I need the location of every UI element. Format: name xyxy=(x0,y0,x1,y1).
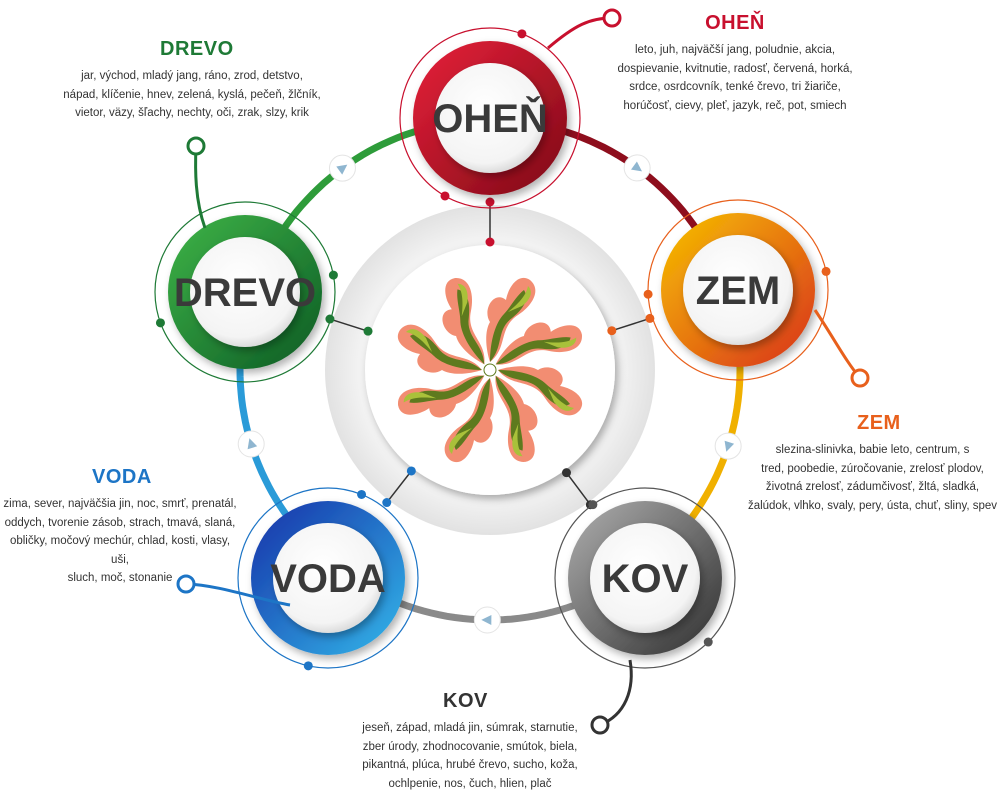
ohen-line: leto, juh, najväčší jang, poludnie, akci… xyxy=(634,44,836,56)
voda-line: sluch, moč, stonanie xyxy=(67,572,173,584)
voda-description: VODA zima, sever, najväčšia jin, noc, sm… xyxy=(0,466,240,588)
arrow-icon xyxy=(328,154,356,182)
kov-line: pikantná, plúca, hrubé črevo, sucho, kož… xyxy=(362,759,578,771)
outline-dot xyxy=(517,29,527,39)
ohen-node-label: OHEŇ xyxy=(432,95,548,141)
kov-leader-line xyxy=(599,659,633,727)
outline-dot xyxy=(588,500,598,510)
zem-line: tred, poobedie, zúročovanie, zrelosť plo… xyxy=(761,462,984,475)
outline-dot xyxy=(303,661,313,671)
drevo-heading: DREVO xyxy=(160,38,234,60)
ohen-line: horúčosť, cievy, pleť, jazyk, reč, pot, … xyxy=(623,99,847,112)
kov-line: zber úrody, zhodnocovanie, smútok, biela… xyxy=(362,740,578,753)
voda-node: VODA xyxy=(237,487,419,671)
arrow-icon xyxy=(623,154,651,182)
drevo-spoke xyxy=(329,318,369,332)
arrow-icon xyxy=(473,606,501,634)
ohen-leader-line xyxy=(547,16,613,50)
zem-node: ZEM xyxy=(643,199,831,381)
zem-line: žalúdok, vlhko, svaly, pery, ústa, chuť,… xyxy=(747,499,998,512)
spoke-dot xyxy=(325,314,335,324)
outline-dot xyxy=(821,266,831,276)
outline-dot xyxy=(357,489,367,499)
ohen-heading: OHEŇ xyxy=(705,12,765,34)
drevo-line: vietor, väzy, šľachy, nechty, oči, zrak,… xyxy=(75,107,309,119)
petal xyxy=(444,378,494,463)
kov-node: KOV xyxy=(554,487,736,669)
voda-leader-end-icon xyxy=(176,574,196,594)
outline-dot xyxy=(328,270,338,280)
flower-emblem-icon xyxy=(398,277,582,463)
kov-node-label: KOV xyxy=(602,557,689,601)
zem-line: slezina-slinivka, babie leto, centrum, s xyxy=(775,444,970,456)
voda-node-label: VODA xyxy=(270,557,386,601)
voda-heading: VODA xyxy=(92,466,152,488)
ohen-line: dospievanie, kvitnutie, radosť, červená,… xyxy=(617,62,853,75)
drevo-description: DREVO jar, východ, mladý jang, ráno, zro… xyxy=(62,38,322,123)
element-nodes: OHEŇ ZEM KOV VODA DREVO xyxy=(154,27,831,671)
outline-dot xyxy=(643,289,653,299)
spoke-dot xyxy=(561,468,571,478)
petal xyxy=(398,324,482,374)
zem-line: životná zrelosť, zádumčivosť, žltá, slad… xyxy=(765,481,980,493)
voda-line: oddych, tvorenie zásob, strach, tmavá, s… xyxy=(4,516,236,529)
kov-description: KOV jeseň, západ, mladá jin, súmrak, sta… xyxy=(355,690,585,793)
petal xyxy=(442,278,485,365)
spoke-dot xyxy=(382,498,392,508)
zem-description: ZEM slezina-slinivka, babie leto, centru… xyxy=(745,412,1000,515)
ohen-leader-end-icon xyxy=(602,8,622,28)
petal xyxy=(486,277,536,362)
kov-line: ochlpenie, nos, čuch, hlien, plač xyxy=(388,777,552,790)
callout-leaders xyxy=(176,8,870,735)
drevo-node: DREVO xyxy=(154,201,338,383)
voda-line: obličky, močový mechúr, chlad, kosti, vl… xyxy=(9,535,231,566)
spoke-dot xyxy=(607,326,617,336)
voda-leader-line xyxy=(185,582,291,607)
ohen-description: OHEŇ leto, juh, najväčší jang, poludnie,… xyxy=(610,12,860,115)
kov-spoke xyxy=(565,472,591,506)
outline-dot xyxy=(155,318,165,328)
drevo-node-label: DREVO xyxy=(174,271,316,315)
petal xyxy=(495,375,538,462)
voda-spoke xyxy=(386,470,412,504)
drevo-leader-end-icon xyxy=(186,136,206,156)
kov-leader-end-icon xyxy=(590,715,610,735)
zem-node-label: ZEM xyxy=(696,269,780,313)
zem-heading: ZEM xyxy=(857,412,901,434)
ohen-line: srdce, osrdcovník, tenké črevo, tri žiar… xyxy=(629,81,841,93)
arrow-icon xyxy=(237,430,265,458)
zem-leader-end-icon xyxy=(850,368,870,388)
petal xyxy=(495,322,582,365)
petal xyxy=(398,375,485,418)
petal xyxy=(498,366,582,416)
spoke-dot xyxy=(363,326,373,336)
voda-line: zima, sever, najväčšia jin, noc, smrť, p… xyxy=(3,498,237,510)
outline-dot xyxy=(703,637,713,647)
zem-spoke xyxy=(611,317,651,332)
zem-leader-line xyxy=(813,309,862,379)
drevo-line: jar, východ, mladý jang, ráno, zrod, det… xyxy=(81,70,303,82)
arrow-icon xyxy=(714,432,742,460)
kov-heading: KOV xyxy=(443,690,488,712)
spoke-dot xyxy=(406,466,416,476)
outline-dot xyxy=(440,191,450,201)
spoke-dot xyxy=(485,237,495,247)
spoke-dot xyxy=(485,197,495,207)
ohen-node: OHEŇ xyxy=(399,27,581,209)
kov-line: jeseň, západ, mladá jin, súmrak, starnut… xyxy=(362,722,578,734)
drevo-line: nápad, klíčenie, hnev, zelená, kyslá, pe… xyxy=(63,88,321,101)
